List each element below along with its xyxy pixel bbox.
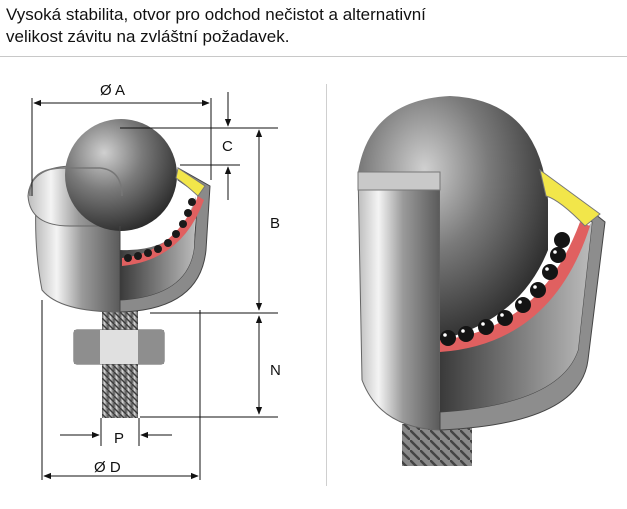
- hex-nut: [73, 329, 165, 365]
- closeup-ball-highlights: [443, 250, 557, 337]
- dimension-label-d: Ø D: [94, 459, 121, 476]
- housing-outer: [35, 199, 121, 313]
- description-line-1: Vysoká stabilita, otvor pro odchod nečis…: [6, 5, 426, 24]
- dimension-lines: [31, 92, 278, 480]
- vertical-divider: [326, 84, 327, 486]
- dimension-label-p: P: [114, 430, 124, 447]
- main-ball: [65, 119, 177, 231]
- closeup-thread: [402, 424, 472, 466]
- support-balls: [124, 198, 196, 262]
- closeup-housing-left: [357, 171, 441, 431]
- description-text: Vysoká stabilita, otvor pro odchod nečis…: [6, 4, 616, 48]
- left-technical-drawing: Ø A C B N P Ø D: [27, 82, 281, 480]
- description-line-2: velikost závitu na zvláštní požadavek.: [6, 27, 290, 46]
- dimension-label-n: N: [270, 362, 281, 379]
- closeup-seal-yellow: [539, 168, 601, 227]
- dimension-label-c: C: [222, 138, 233, 155]
- dimension-label-b: B: [270, 215, 280, 232]
- closeup-ball: [358, 96, 548, 340]
- seal-yellow: [175, 167, 206, 197]
- dimension-label-a: Ø A: [100, 82, 125, 99]
- right-cutaway-closeup: [357, 96, 606, 466]
- header-divider: [0, 56, 627, 57]
